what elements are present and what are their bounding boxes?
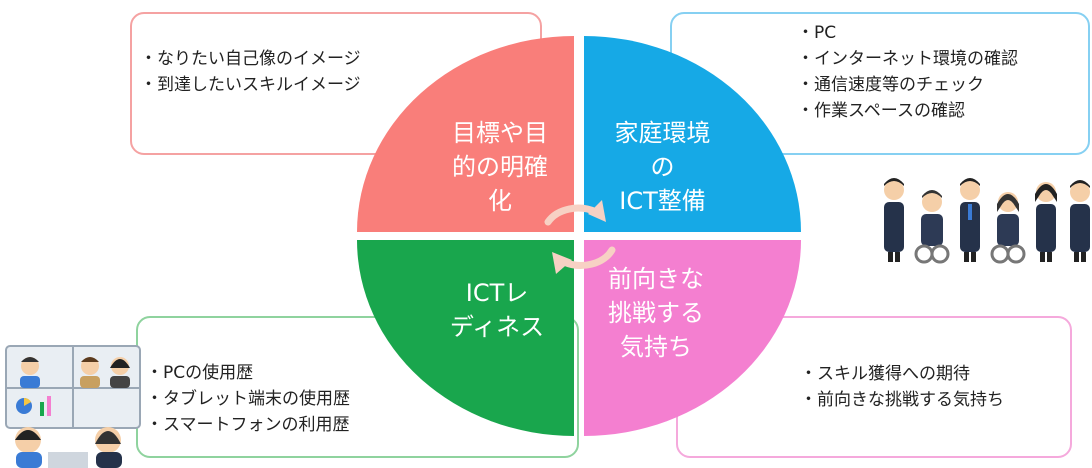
label-line: ICTレ (465, 279, 529, 307)
label-line: 気持ち (620, 333, 692, 361)
quadrant-top-right (584, 36, 801, 232)
label-line: ディネス (449, 313, 545, 341)
list-item: 到達したいスキルイメージ (140, 72, 361, 98)
list-item: なりたい自己像のイメージ (140, 46, 361, 72)
quadrant-label-goal: 目標や目 的の明確 化 (415, 116, 585, 218)
quadrant-bottom-right (584, 240, 801, 436)
list-item: PC (797, 20, 1018, 46)
bullet-list-goal: なりたい自己像のイメージ 到達したいスキルイメージ (140, 46, 361, 98)
list-item: 作業スペースの確認 (797, 98, 1018, 124)
video-meeting-illustration (5, 345, 141, 468)
quadrant-label-home-ict: 家庭環境 の ICT整備 (590, 116, 735, 218)
label-line: 挑戦する (608, 299, 704, 327)
list-item: インターネット環境の確認 (797, 46, 1018, 72)
quadrant-label-attitude: 前向きな 挑戦する 気持ち (586, 262, 726, 364)
bullet-list-attitude: スキル獲得への期待 前向きな挑戦する気持ち (800, 361, 1004, 413)
label-line: 家庭環境 (614, 119, 711, 147)
list-item: 前向きな挑戦する気持ち (800, 387, 1004, 413)
label-line: ICT整備 (619, 187, 706, 215)
label-line: の (650, 153, 675, 181)
list-item: 通信速度等のチェック (797, 72, 1018, 98)
list-item: スマートフォンの利用歴 (146, 412, 350, 438)
quadrant-label-ict-readiness: ICTレ ディネス (422, 276, 572, 344)
list-item: スキル獲得への期待 (800, 361, 1004, 387)
quadrant-bottom-left (357, 240, 574, 436)
list-item: PCの使用歴 (146, 360, 350, 386)
people-group-illustration (884, 178, 1090, 264)
quadrant-top-left (357, 36, 574, 232)
label-line: 的の明確 (452, 153, 548, 181)
cycle-arrows-icon (544, 200, 616, 274)
bullet-list-ict-readiness: PCの使用歴 タブレット端末の使用歴 スマートフォンの利用歴 (146, 360, 350, 438)
label-line: 目標や目 (452, 119, 548, 147)
label-line: 化 (488, 187, 512, 215)
label-line: 前向きな (608, 265, 704, 293)
list-item: タブレット端末の使用歴 (146, 386, 350, 412)
bullet-list-home-ict: PC インターネット環境の確認 通信速度等のチェック 作業スペースの確認 (797, 20, 1018, 124)
